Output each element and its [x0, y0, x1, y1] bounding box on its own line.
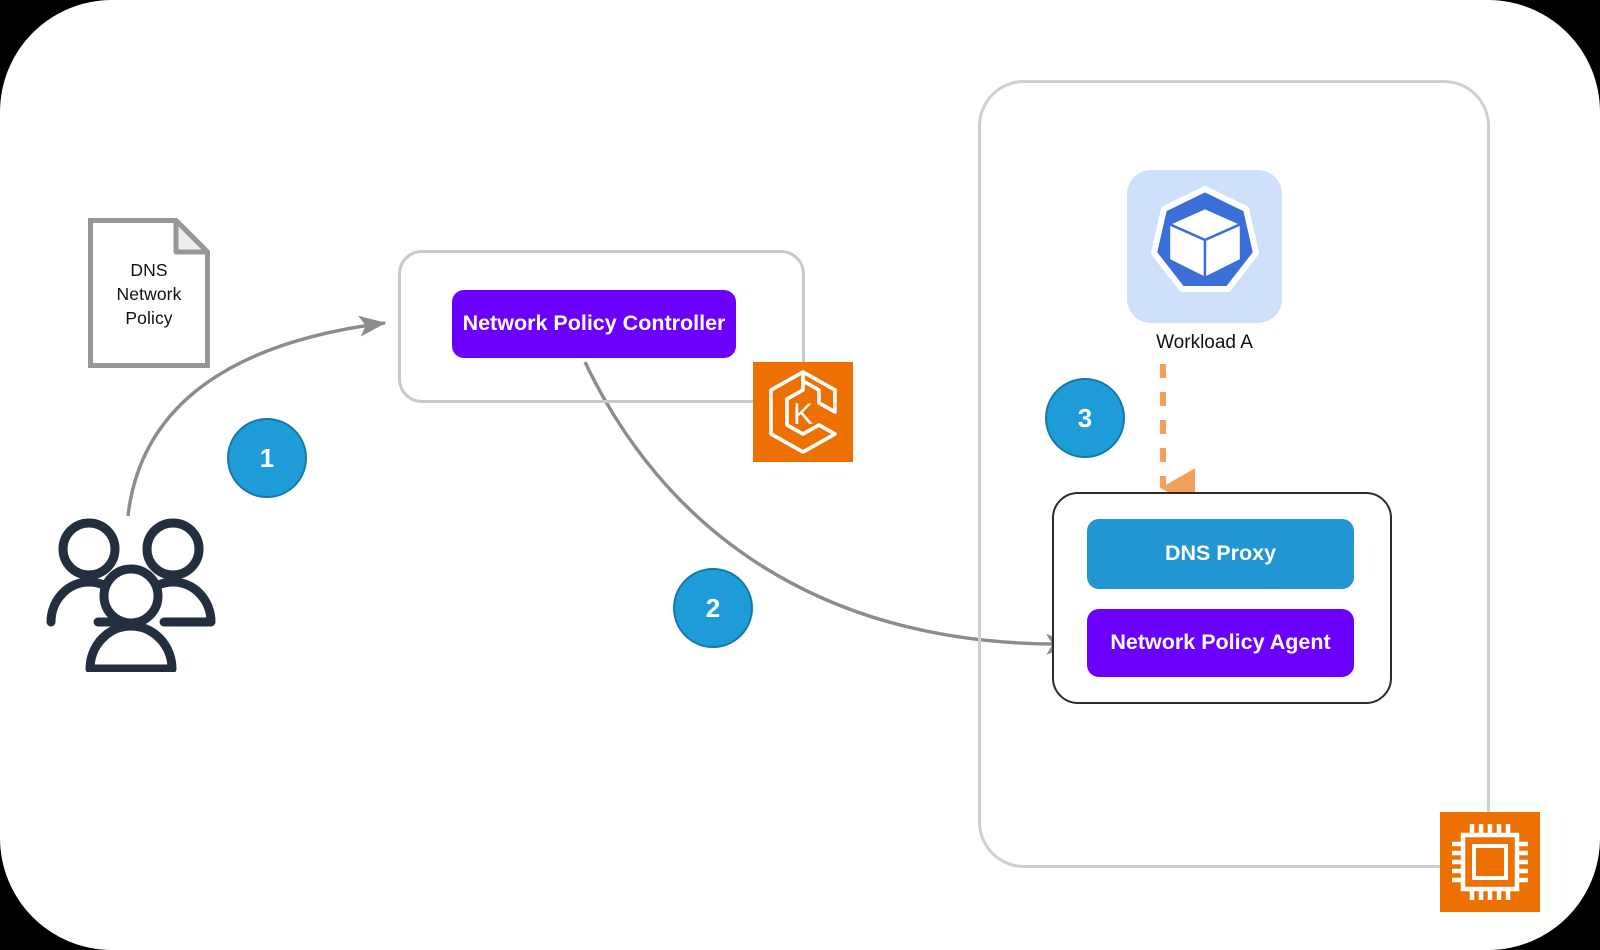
users-group-icon	[46, 512, 216, 674]
eks-icon: K	[753, 362, 853, 462]
step-badge-1: 1	[227, 418, 307, 498]
workload-a-group: Workload A	[1127, 170, 1295, 370]
network-policy-controller[interactable]: Network Policy Controller	[452, 290, 736, 358]
workload-a-label: Workload A	[1156, 332, 1253, 353]
document-icon	[88, 218, 210, 368]
svg-text:K: K	[793, 398, 813, 431]
step-badge-2: 2	[673, 568, 753, 648]
network-policy-agent[interactable]: Network Policy Agent	[1087, 609, 1354, 677]
step-badge-3: 3	[1045, 378, 1125, 458]
ec2-node-container	[978, 80, 1490, 868]
eks-cluster-container	[398, 250, 805, 403]
dns-proxy[interactable]: DNS Proxy	[1087, 519, 1354, 589]
kubernetes-pod-icon	[1151, 186, 1259, 292]
ec2-instance-icon	[1440, 812, 1540, 912]
dns-network-policy-document: DNS Network Policy	[88, 218, 210, 368]
document-label: DNS Network Policy	[116, 260, 182, 329]
